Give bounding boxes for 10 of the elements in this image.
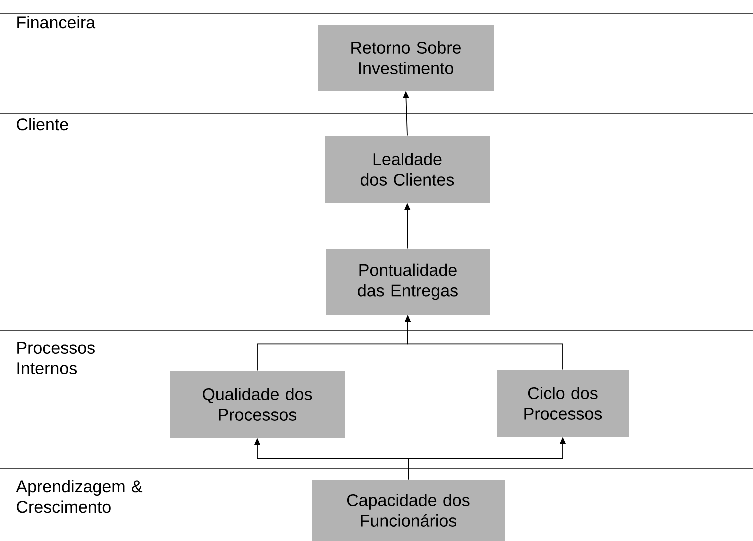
section-label: Aprendizagem & Crescimento bbox=[16, 480, 143, 514]
section-label: Financeira bbox=[18, 16, 96, 29]
process-box: Ciclo dos Processos bbox=[497, 370, 629, 437]
process-box: Qualidade dos Processos bbox=[170, 371, 345, 438]
section-label: Processos Internos bbox=[18, 342, 95, 375]
process-box: Lealdade dos Clientes bbox=[325, 136, 490, 203]
process-box: Capacidade dos Funcionários bbox=[312, 480, 505, 541]
section-label: Cliente bbox=[17, 118, 68, 131]
process-box: Retorno Sobre Investimento bbox=[318, 25, 494, 91]
process-box: Pontualidade das Entregas bbox=[326, 249, 490, 315]
